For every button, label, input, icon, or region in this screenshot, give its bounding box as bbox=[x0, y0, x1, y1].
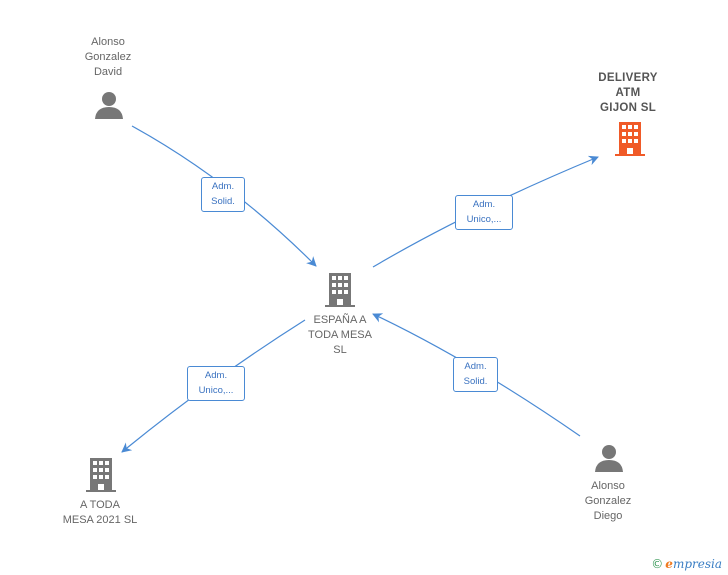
node-label-a-toda-mesa-2021[interactable]: A TODA MESA 2021 SL bbox=[62, 499, 138, 526]
building-icon-highlight[interactable] bbox=[615, 122, 645, 156]
person-icon[interactable] bbox=[94, 90, 124, 120]
copyright-symbol: © bbox=[651, 557, 664, 571]
person-icon[interactable] bbox=[594, 443, 624, 473]
edge-label-adm-solid-david[interactable]: Adm. Solid. bbox=[201, 177, 245, 212]
node-label-alonso-gonzalez-diego[interactable]: Alonso Gonzalez Diego bbox=[584, 480, 632, 522]
building-icon[interactable] bbox=[325, 273, 355, 307]
building-icon[interactable] bbox=[86, 458, 116, 492]
edge-label-adm-unico-delivery[interactable]: Adm. Unico,... bbox=[455, 195, 513, 230]
brand-logo-e: e bbox=[665, 557, 673, 571]
brand-footer[interactable]: ©empresia bbox=[651, 557, 722, 571]
node-label-espana-a-toda-mesa[interactable]: ESPAÑA A TODA MESA SL bbox=[308, 314, 372, 356]
node-label-alonso-gonzalez-david[interactable]: Alonso Gonzalez David bbox=[84, 36, 132, 78]
edge-label-adm-unico-toda2021[interactable]: Adm. Unico,... bbox=[187, 366, 245, 401]
edge-label-adm-solid-diego[interactable]: Adm. Solid. bbox=[453, 357, 498, 392]
brand-logo-text: mpresia bbox=[672, 557, 722, 571]
node-label-delivery-atm-gijon[interactable]: DELIVERY ATM GIJON SL bbox=[598, 72, 658, 114]
